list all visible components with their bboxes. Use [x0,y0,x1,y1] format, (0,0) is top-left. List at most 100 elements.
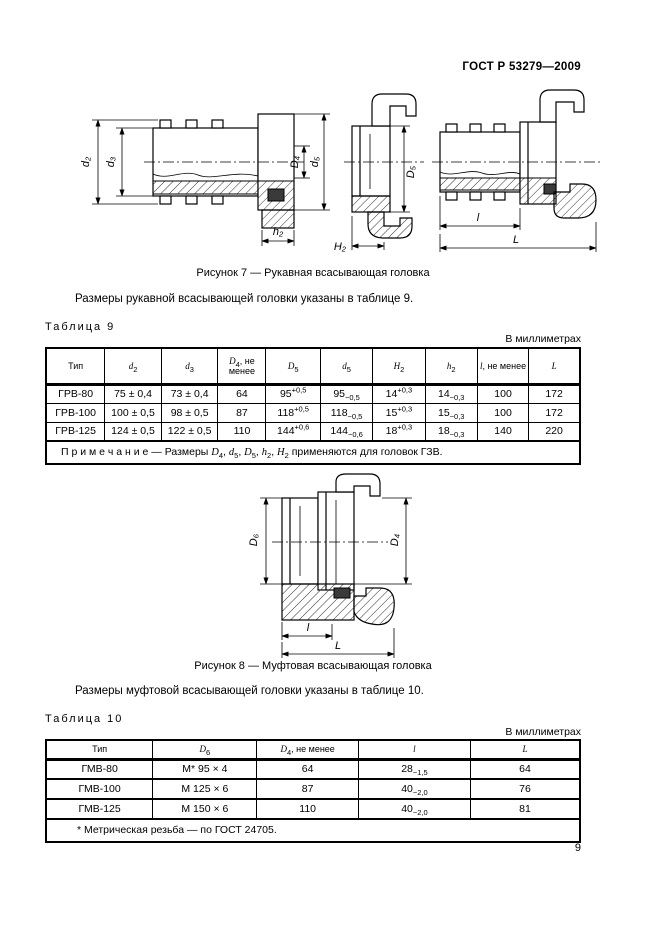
table-cell: 75 ± 0,4 [104,383,162,404]
table-cell: 95−0,5 [319,383,374,404]
col-header-d5: d5 [319,347,374,386]
table-cell: 14+0,3 [372,383,426,404]
table-cell: 110 [217,421,267,442]
table-cell: 140 [476,421,530,442]
table-cell: 15−0,3 [424,402,478,423]
table-cell: 172 [528,383,581,404]
dim-label-D4: D₄ [289,156,301,168]
dim-label-D4: D₄ [389,534,401,546]
dim-label-d3: d₃ [105,156,117,167]
table-cell: 118−0,5 [319,402,374,423]
col-header-D4: D4, не менее [256,739,359,761]
table9-row-grv80: ГРВ-80 75 ± 0,4 73 ± 0,4 64 95+0,5 95−0,… [45,383,581,404]
table-cell: М 150 × 6 [152,798,258,820]
table10-row-gmv125: ГМВ-125 М 150 × 6 110 40−2,0 81 [45,798,581,820]
figure7-view-left: d₂ d₃ D₄ d₅ h₂ [80,113,330,246]
col-header-L: L [528,347,581,386]
col-header-d3: d3 [160,347,219,386]
table-cell: 18+0,3 [372,421,426,442]
col-header-L: L [470,739,581,761]
table-cell: 87 [217,402,267,423]
table-cell: 14−0,3 [424,383,478,404]
table9-row-grv100: ГРВ-100 100 ± 0,5 98 ± 0,5 87 118+0,5 11… [45,402,581,423]
dim-label-l: l [307,622,310,634]
table-cell: 144−0,6 [319,421,374,442]
page-number: 9 [574,842,581,854]
col-header-D5: D5 [265,347,321,386]
table-cell: 95+0,5 [265,383,321,404]
col-header-l: l, не менее [476,347,530,386]
col-header-D6: D6 [152,739,258,761]
dim-label-d5: d₅ [309,156,321,167]
table-cell: ГРВ-125 [45,421,106,442]
table-cell: 40−2,0 [357,778,472,800]
table9-note-row: П р и м е ч а н и е — Размеры D4, d5, D5… [45,440,581,465]
figure7-drawing: d₂ d₃ D₄ d₅ h₂ [80,89,602,253]
table-cell: 100 ± 0,5 [104,402,162,423]
dim-label-L: L [513,234,519,246]
table-cell: 144+0,6 [265,421,321,442]
table10-footnote: * Метрическая резьба — по ГОСТ 24705. [45,818,581,843]
table-cell: 118+0,5 [265,402,321,423]
table-cell: 124 ± 0,5 [104,421,162,442]
col-header-tip: Тип [45,347,106,386]
table10-title: Таблица 10 [45,713,124,725]
table-cell: 64 [256,758,359,780]
paragraph-table10-ref: Размеры муфтовой всасывающей головки ука… [75,685,424,697]
table-cell: М 125 × 6 [152,778,258,800]
table-cell: 28−1,5 [357,758,472,780]
figure7-caption: Рисунок 7 — Рукавная всасывающая головка [196,267,430,279]
table-cell: 87 [256,778,359,800]
col-header-H2: H2 [372,347,426,386]
table-cell: 110 [256,798,359,820]
table-cell: 76 [470,778,581,800]
table10-footnote-row: * Метрическая резьба — по ГОСТ 24705. [45,818,581,843]
table-9: Тип d2 d3 D4, не менее D5 d5 H2 h2 l, не… [45,347,581,465]
dim-label-L: L [335,640,341,652]
table10-units: В миллиметрах [505,726,581,738]
table10-row-gmv100: ГМВ-100 М 125 × 6 87 40−2,0 76 [45,778,581,800]
dim-label-H2: H₂ [334,241,347,253]
dim-label-D5: D₅ [405,165,417,178]
table9-units: В миллиметрах [505,333,581,345]
col-header-tip: Тип [45,739,154,761]
table9-note: П р и м е ч а н и е — Размеры D4, d5, D5… [45,440,581,465]
dim-label-l: l [477,212,480,224]
figure7-view-middle: D₅ H₂ [334,93,424,253]
table10-header-row: Тип D6 D4, не менее l L [45,739,581,761]
table-cell: ГРВ-80 [45,383,106,404]
paragraph-table9-ref: Размеры рукавной всасывающей головки ука… [75,293,414,305]
table9-title: Таблица 9 [45,321,116,333]
figure8-drawing: D₆ D₄ l L [248,473,412,658]
table-cell: 40−2,0 [357,798,472,820]
figure7-view-right: l L [432,89,602,252]
table-cell: ГМВ-100 [45,778,154,800]
table-cell: 64 [470,758,581,780]
table-cell: 81 [470,798,581,820]
col-header-h2: h2 [424,347,478,386]
table-cell: 64 [217,383,267,404]
col-header-d2: d2 [104,347,162,386]
dim-label-d2: d₂ [80,156,92,167]
table-cell: 15+0,3 [372,402,426,423]
standard-number-header: ГОСТ Р 53279—2009 [462,61,581,73]
col-header-D4: D4, не менее [217,347,267,386]
table10-row-gmv80: ГМВ-80 М* 95 × 4 64 28−1,5 64 [45,758,581,780]
dim-label-h2: h₂ [273,226,284,238]
table-cell: ГМВ-125 [45,798,154,820]
table-cell: 73 ± 0,4 [160,383,219,404]
table-cell: ГМВ-80 [45,758,154,780]
table-cell: 122 ± 0,5 [160,421,219,442]
table-cell: 220 [528,421,581,442]
table-cell: 18−0,3 [424,421,478,442]
col-header-l: l [357,739,472,761]
table-cell: ГРВ-100 [45,402,106,423]
table9-row-grv125: ГРВ-125 124 ± 0,5 122 ± 0,5 110 144+0,6 … [45,421,581,442]
figure8-caption: Рисунок 8 — Муфтовая всасывающая головка [194,660,432,672]
table-10: Тип D6 D4, не менее l L ГМВ-80 М* 95 × 4… [45,739,581,843]
table-cell: М* 95 × 4 [152,758,258,780]
dim-label-D6: D₆ [248,533,260,546]
table-cell: 172 [528,402,581,423]
table-cell: 100 [476,383,530,404]
